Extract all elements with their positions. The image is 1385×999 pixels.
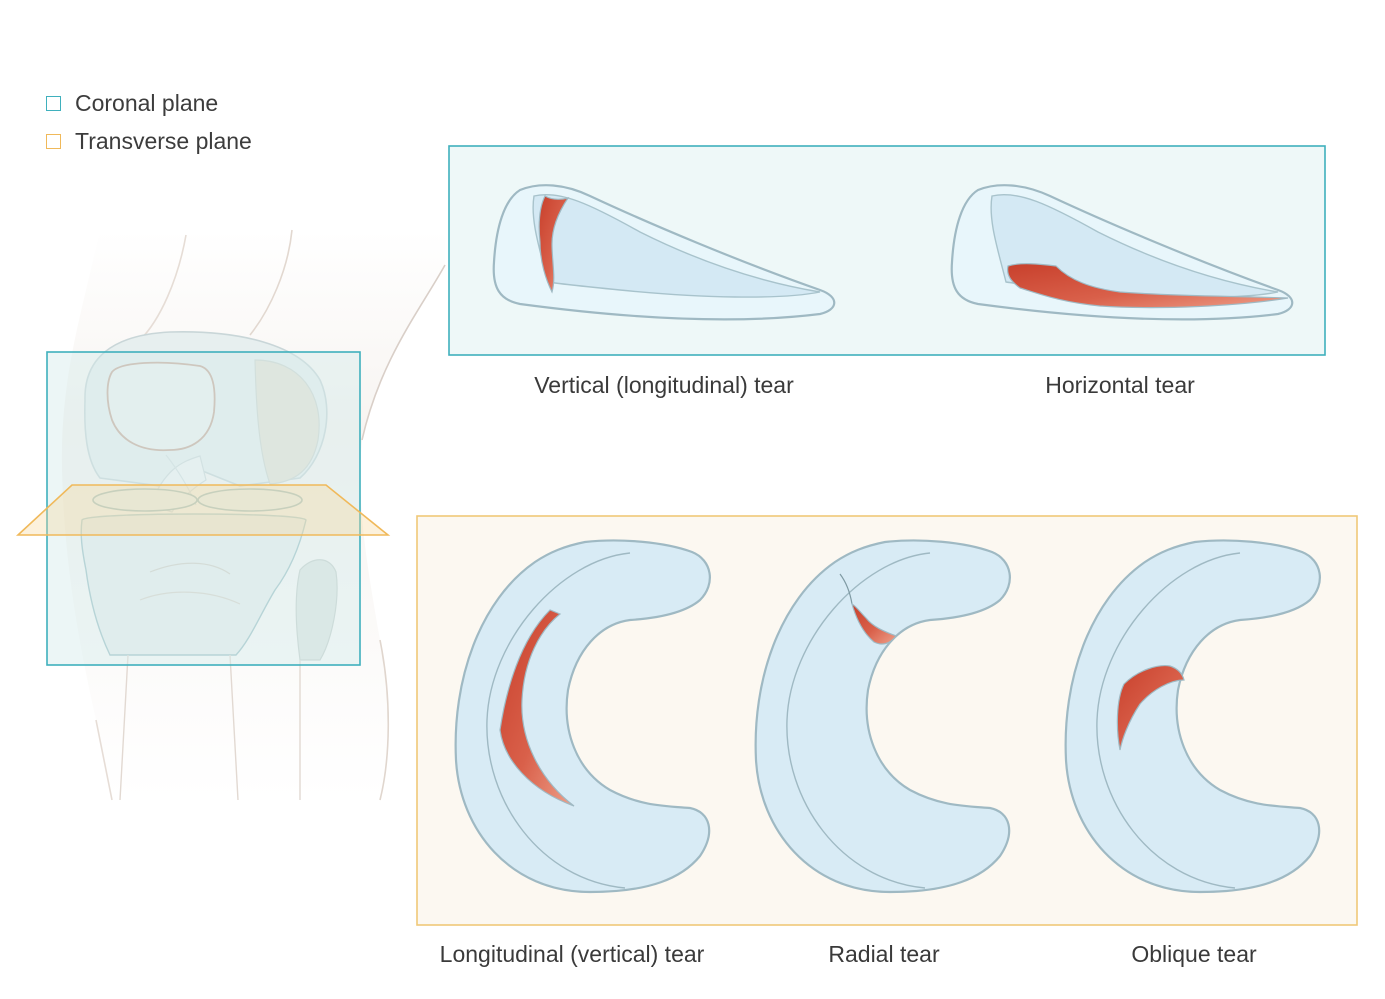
- horizontal-tear-mark: [1007, 263, 1289, 309]
- horizontal-tear-illustration: [950, 184, 1294, 321]
- tibia: [80, 513, 307, 656]
- legend-item-transverse: Transverse plane: [46, 122, 252, 160]
- knee-illustration: [15, 229, 446, 801]
- radial-tear-mark: [851, 602, 897, 645]
- longitudinal-tear-mark: [499, 609, 575, 807]
- radial-tear-illustration: [754, 539, 1011, 894]
- transverse-plane-swatch-icon: [46, 133, 61, 149]
- transverse-plane-box: [15, 484, 391, 536]
- legend-item-coronal: Coronal plane: [46, 84, 252, 122]
- legend: Coronal plane Transverse plane: [46, 84, 252, 160]
- oblique-tear-mark: [1116, 665, 1185, 751]
- caption-vertical-tear: Vertical (longitudinal) tear: [534, 372, 794, 398]
- oblique-tear-illustration: [1064, 539, 1321, 894]
- longitudinal-tear-illustration: [454, 539, 711, 894]
- caption-oblique-tear: Oblique tear: [1131, 941, 1257, 967]
- vertical-tear-mark: [538, 195, 570, 294]
- caption-radial-tear: Radial tear: [828, 941, 940, 967]
- coronal-plane-swatch-icon: [46, 95, 61, 111]
- fibula: [295, 559, 338, 661]
- patella: [106, 361, 216, 452]
- caption-longitudinal-tear: Longitudinal (vertical) tear: [439, 941, 705, 967]
- vertical-tear-illustration: [492, 184, 836, 321]
- coronal-plane-box: [46, 351, 361, 666]
- caption-horizontal-tear: Horizontal tear: [1045, 372, 1195, 398]
- legend-label-transverse: Transverse plane: [75, 127, 252, 154]
- legend-label-coronal: Coronal plane: [75, 89, 219, 116]
